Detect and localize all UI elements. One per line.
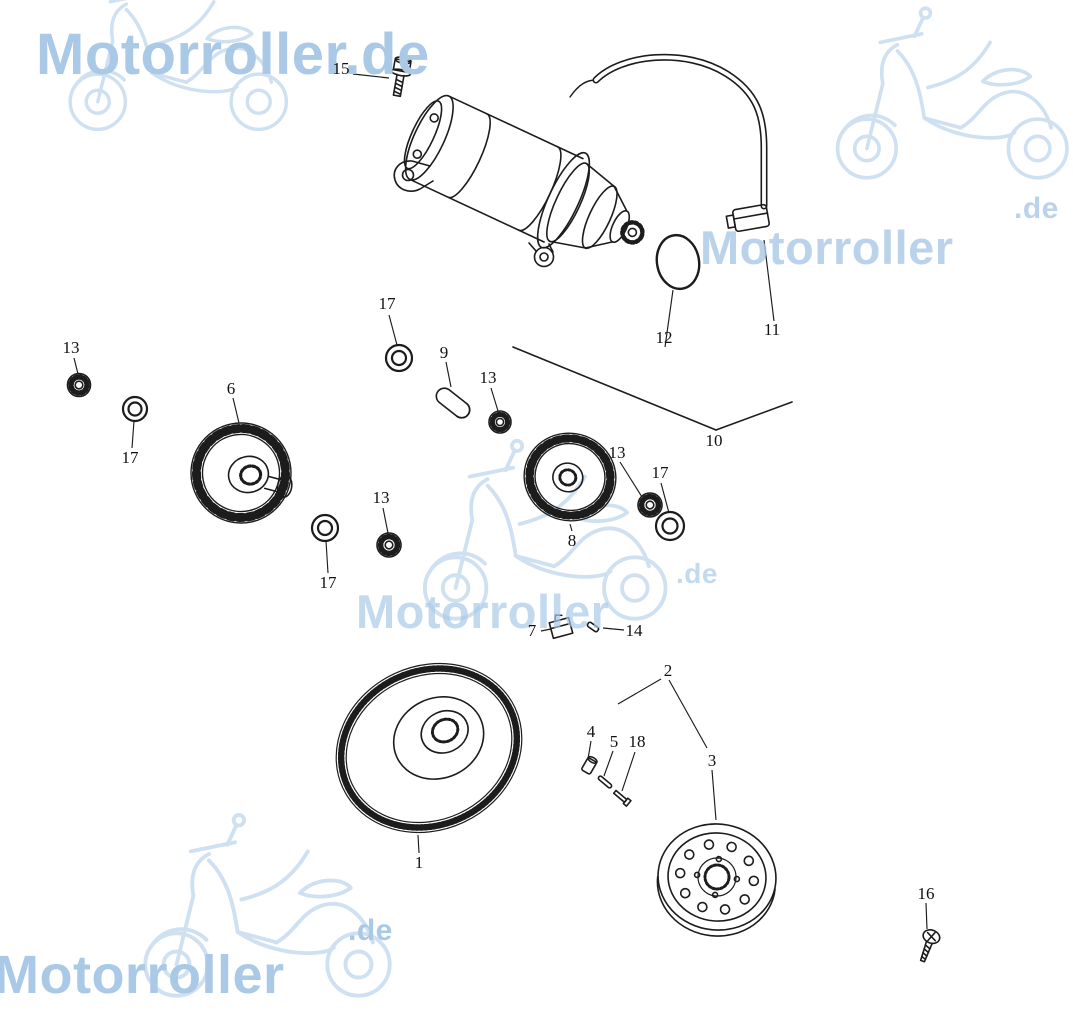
screw-part-16 <box>919 929 941 963</box>
gear-part-6 <box>190 422 293 524</box>
part-label-13-d: 13 <box>608 443 626 462</box>
starter-motor <box>403 94 645 250</box>
watermark-de-bottom-left: .de <box>348 914 393 947</box>
part-label-16: 16 <box>917 884 935 903</box>
part-label-17-a: 17 <box>378 294 396 313</box>
flywheel-part-1 <box>335 662 523 834</box>
part-label-2: 2 <box>663 661 673 680</box>
part-label-11: 11 <box>763 320 781 339</box>
part-label-1: 1 <box>414 853 424 872</box>
nut-part-13 <box>66 372 663 558</box>
part-label-10: 10 <box>705 431 723 450</box>
leader-lines <box>73 73 928 930</box>
part-label-5: 5 <box>609 732 619 751</box>
part-label-13-b: 13 <box>62 338 80 357</box>
pin-part-5 <box>597 775 613 789</box>
part-label-17-c: 17 <box>319 573 337 592</box>
pin-part-14 <box>586 621 600 633</box>
part-label-18: 18 <box>628 732 646 751</box>
watermark-motorroller-bottom-left: Motorroller <box>0 945 285 1005</box>
watermark-motorroller-mid-right: Motorroller <box>700 221 954 274</box>
scooter-watermark-icon <box>835 6 1069 180</box>
part-label-6: 6 <box>226 379 236 398</box>
part-label-17-b: 17 <box>121 448 139 467</box>
assembly-group-lines <box>512 346 793 431</box>
part-label-8: 8 <box>567 531 577 550</box>
watermark-motorroller-top-left: Motorroller.de <box>36 22 430 87</box>
pin-part-9 <box>435 387 471 419</box>
part-label-3: 3 <box>707 751 717 770</box>
gear-part-8 <box>523 432 617 522</box>
part-label-15: 15 <box>332 59 350 78</box>
motor-mounting-ear <box>393 160 555 268</box>
part-label-13-a: 13 <box>479 368 497 387</box>
screw-part-18 <box>612 789 632 807</box>
part-label-13-c: 13 <box>372 488 390 507</box>
part-label-17-d: 17 <box>651 463 669 482</box>
part-label-4: 4 <box>586 722 596 741</box>
rotor-part-3 <box>656 823 777 937</box>
starter-cable-tube <box>569 53 770 233</box>
part-label-9: 9 <box>439 343 449 362</box>
watermark-de-mid-right: .de <box>1014 192 1059 225</box>
clip-part-7 <box>548 614 574 640</box>
roller-part-4 <box>581 755 598 775</box>
watermark-de-center: .de <box>676 558 718 589</box>
part-label-12: 12 <box>655 328 673 347</box>
washer-part-17 <box>121 343 686 543</box>
part-label-7: 7 <box>527 621 537 640</box>
bolt-part-15 <box>390 56 412 98</box>
watermark-motorroller-center: Motorroller <box>356 585 610 638</box>
part-label-14: 14 <box>625 621 643 640</box>
o-ring-part-12 <box>655 233 701 291</box>
